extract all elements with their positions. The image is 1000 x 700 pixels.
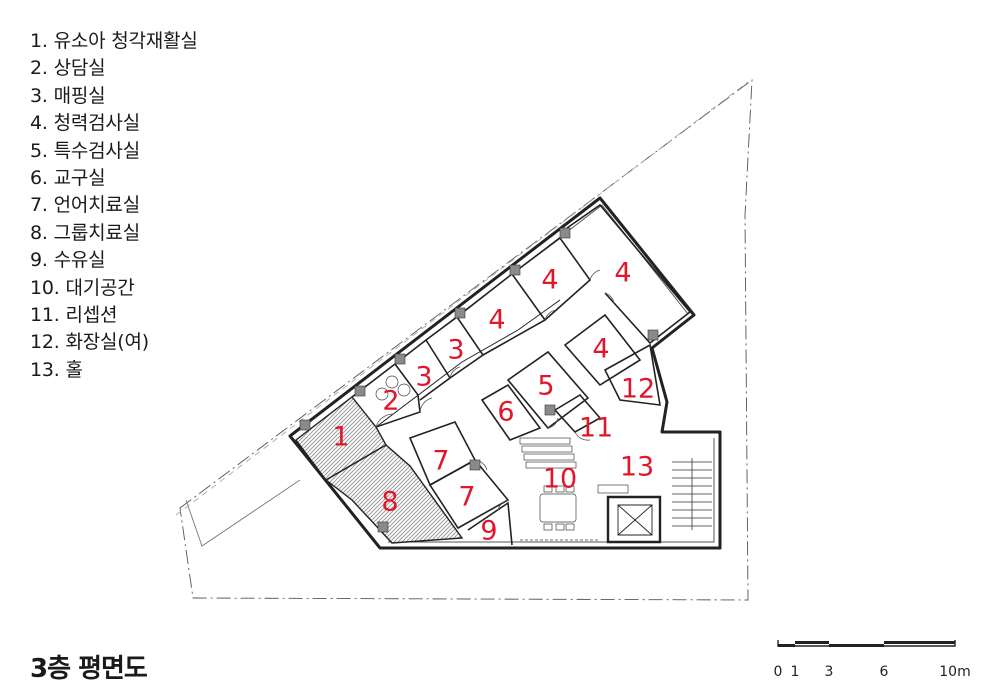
corridor-wall [375, 299, 561, 428]
room-4a-wall [456, 272, 547, 356]
hatched-rooms [295, 396, 464, 544]
room-5-wall [506, 350, 590, 430]
room-11-wall [553, 393, 602, 434]
room-labels: 1 2 3 3 4 4 4 4 5 6 7 7 8 9 10 11 12 13 [332, 258, 655, 547]
elevator-inner [617, 504, 653, 536]
room-label-11: 11 [579, 413, 613, 444]
scale-tick-6: 6 [880, 664, 889, 680]
room-4c-wall [566, 203, 692, 345]
legend-item-13: 13. 홀 [30, 358, 83, 381]
room-label-4b: 4 [541, 265, 558, 296]
room-6-wall [480, 383, 542, 441]
room-label-4a: 4 [488, 305, 505, 336]
room-label-1: 1 [332, 422, 349, 453]
legend-item-12: 12. 화장실(여) [30, 331, 150, 354]
room-legend: 1. 유소아 청각재활실 2. 상담실 3. 매핑실 4. 청력검사실 5. 특… [30, 28, 198, 384]
stair-treads [672, 458, 712, 530]
legend-item-2: 2. 상담실 [30, 57, 106, 80]
waiting-furniture [375, 375, 629, 541]
legend-item-10: 10. 대기공간 [30, 276, 135, 299]
legend-item-3: 3. 매핑실 [30, 84, 106, 107]
plan-title: 3층 평면도 [30, 654, 148, 684]
stair-core [662, 430, 722, 550]
room-12-wall [603, 343, 661, 406]
room-9-wall [467, 501, 513, 546]
room-label-4d: 4 [592, 334, 609, 365]
room-3b-wall [425, 315, 485, 379]
legend-item-11: 11. 리셉션 [30, 304, 118, 327]
legend-item-8: 8. 그룹치료실 [30, 221, 140, 244]
legend-item-1: 1. 유소아 청각재활실 [30, 30, 198, 52]
room-1-floor [295, 396, 387, 481]
room-3a-wall [394, 338, 452, 401]
scale-bar: 0 1 3 6 10m [774, 640, 971, 680]
legend-item-6: 6. 교구실 [30, 167, 106, 190]
legend-item-5: 5. 특수검사실 [30, 139, 140, 162]
legend-item-7: 7. 언어치료실 [30, 194, 140, 217]
room-label-7a: 7 [432, 446, 449, 477]
legend-item-9: 9. 수유실 [30, 249, 106, 272]
room-8-floor [324, 444, 464, 544]
scale-tick-3: 3 [825, 664, 834, 680]
legend-item-4: 4. 청력검사실 [30, 112, 140, 135]
room-label-5: 5 [537, 371, 554, 402]
room-label-10: 10 [543, 464, 577, 495]
columns [299, 227, 659, 533]
room-label-3a: 3 [415, 362, 432, 393]
room-label-7b: 7 [458, 482, 475, 513]
scale-tick-0: 0 [774, 664, 783, 680]
room-label-3b: 3 [447, 335, 464, 366]
room-4b-wall [511, 236, 592, 321]
room-label-2: 2 [382, 386, 399, 417]
room-4d-wall [563, 313, 642, 387]
room-label-9: 9 [480, 516, 497, 547]
room-label-13: 13 [620, 452, 654, 483]
room-partitions [351, 203, 722, 550]
site-boundary [175, 79, 753, 601]
room-label-4c: 4 [614, 258, 631, 289]
room-label-6: 6 [497, 397, 514, 428]
scale-tick-1: 1 [791, 664, 800, 680]
scale-tick-10: 10m [939, 664, 970, 680]
elevator-core [606, 495, 662, 544]
room-label-8: 8 [381, 487, 398, 518]
room-label-12: 12 [621, 374, 655, 405]
